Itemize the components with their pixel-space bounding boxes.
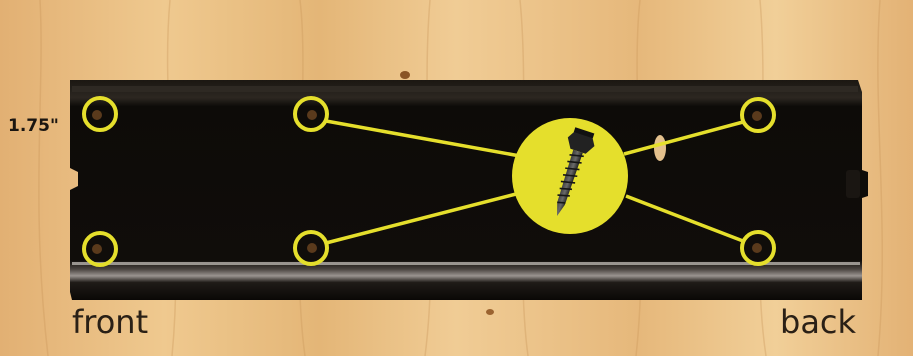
rail-top-lip: [72, 86, 858, 92]
rail-end-clip: [846, 170, 860, 198]
hole-back-bottom: [752, 243, 762, 253]
mounting-rail: [70, 80, 868, 300]
rail-highlight-strip: [72, 262, 860, 265]
hole-front-bottom: [92, 244, 102, 254]
rail-slot: [654, 135, 666, 161]
dimension-label: 1.75": [8, 118, 59, 135]
hole-mid-top: [307, 110, 317, 120]
hole-front-top: [92, 110, 102, 120]
hole-mid-bottom: [307, 243, 317, 253]
wood-knot: [486, 309, 494, 315]
back-label: back: [780, 306, 856, 338]
hole-back-top: [752, 111, 762, 121]
front-label: front: [72, 306, 148, 338]
wood-knot: [400, 71, 410, 79]
